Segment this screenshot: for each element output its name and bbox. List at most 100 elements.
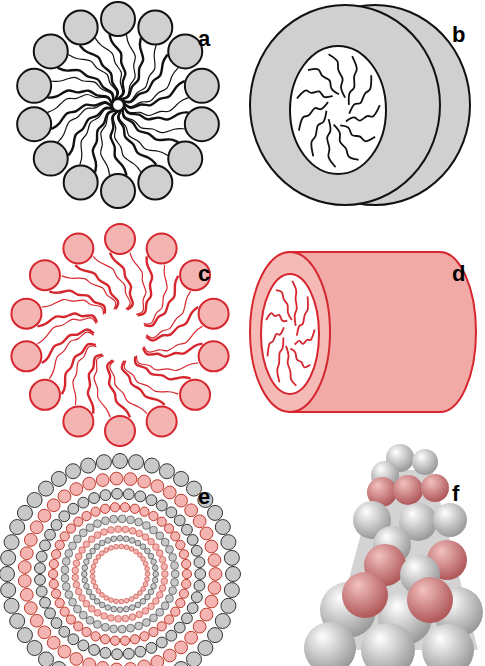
lipid-tail	[135, 356, 191, 379]
lipid-tail	[276, 290, 292, 320]
lipid-head	[30, 614, 43, 627]
lipid-head	[35, 563, 46, 574]
lipid-head	[88, 605, 95, 612]
lipid-head	[62, 583, 70, 591]
lipid-head	[124, 663, 137, 666]
lipid-head	[135, 622, 143, 630]
lipid-head	[78, 497, 89, 508]
lipid-head	[49, 579, 58, 588]
lipid-head	[182, 524, 193, 535]
lipid-head	[115, 526, 122, 533]
lipid-head	[185, 504, 198, 517]
lipid-head	[215, 613, 230, 628]
lipid-head	[79, 529, 87, 537]
lipid-head	[199, 341, 229, 371]
lipid-head	[39, 481, 54, 496]
sphere	[361, 623, 415, 666]
lipid-head	[148, 589, 154, 595]
lipid-head	[179, 550, 188, 559]
lipid-head	[140, 599, 146, 605]
lipid-head	[60, 607, 69, 616]
lipid-head	[66, 464, 81, 479]
lipid-head	[134, 594, 139, 599]
lipid-head	[69, 542, 77, 550]
lipid-head	[152, 577, 158, 583]
lipid-head	[51, 550, 60, 559]
lipid-head	[0, 567, 15, 582]
lipid-head	[4, 598, 19, 613]
lipid-head	[124, 473, 137, 486]
lipid-head	[179, 589, 188, 598]
lipid-head	[101, 635, 110, 644]
lipid-head	[162, 571, 169, 578]
lipid-head	[100, 647, 111, 658]
lipid-head	[36, 586, 47, 597]
micelle	[17, 2, 219, 208]
lipid-head	[171, 607, 180, 616]
lipid-head	[161, 578, 168, 585]
lipid-head	[174, 662, 189, 666]
lipid-head	[86, 589, 92, 595]
lipid-head	[140, 507, 149, 516]
lipid-head	[118, 515, 126, 523]
lipid-head	[75, 553, 82, 560]
lipid-tail	[334, 125, 359, 160]
lipid-head	[96, 662, 109, 666]
lipid-head	[224, 550, 239, 565]
lipid-head	[145, 566, 150, 571]
lipid-head	[209, 568, 222, 581]
lipid-head	[63, 234, 93, 264]
lipid-head	[193, 620, 206, 633]
lipid-head	[73, 581, 80, 588]
lipid-head	[161, 563, 168, 570]
lipid-head	[83, 600, 90, 607]
lipid-tail	[130, 253, 146, 315]
lipid-head	[91, 507, 100, 516]
concentric-vesicle	[0, 454, 241, 666]
lipid-head	[72, 574, 79, 581]
lipid-head	[144, 458, 159, 473]
lipid-head	[161, 602, 169, 610]
lipid-tail	[123, 81, 185, 108]
lipid-tail	[95, 38, 123, 100]
lipid-tail	[75, 265, 118, 309]
lipid-head	[93, 559, 98, 564]
lipid-tail	[94, 356, 110, 418]
lipid-head	[140, 632, 149, 641]
lipid-head	[79, 595, 86, 602]
lipid-head	[109, 546, 114, 551]
lipid-head	[73, 560, 80, 567]
sphere	[393, 475, 423, 505]
lipid-head	[138, 165, 172, 199]
lipid-head	[143, 582, 148, 587]
lipid-head	[182, 613, 193, 624]
lipid-head	[59, 626, 70, 637]
lipid-head	[109, 598, 114, 603]
lipid-tail	[299, 102, 328, 131]
lipid-tail	[144, 326, 203, 352]
lipid-tail	[286, 346, 296, 386]
lipid-tail	[111, 110, 127, 175]
lipid-head	[159, 556, 166, 563]
lipid-head	[174, 515, 185, 526]
lipid-head	[108, 527, 115, 534]
lipid-head	[38, 509, 51, 522]
lipid-head	[141, 557, 146, 562]
lipid-head	[200, 527, 213, 540]
lipid-tail	[123, 106, 185, 132]
lipid-head	[138, 475, 151, 488]
lipid-head	[62, 558, 70, 566]
lipid-head	[142, 534, 149, 541]
lipid-head	[153, 571, 159, 577]
lipid-tail	[349, 56, 357, 105]
lipid-head	[86, 616, 94, 624]
lipid-head	[194, 557, 205, 568]
lipid-head	[51, 662, 66, 666]
lipid-tail	[297, 90, 333, 98]
lipid-head	[130, 504, 139, 513]
lipid-head	[82, 511, 91, 520]
lipid-head	[17, 107, 51, 141]
lipid-tail	[266, 313, 287, 321]
lipid-head	[63, 406, 93, 436]
